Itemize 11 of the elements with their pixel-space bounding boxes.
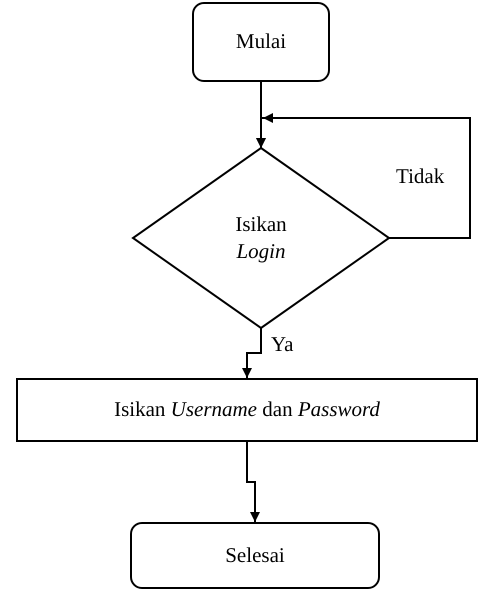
arrow — [256, 113, 471, 239]
arrow — [246, 442, 260, 522]
node-text: Selesai — [225, 542, 285, 569]
node-text: Mulai — [236, 28, 286, 56]
node-text: Isikan Login — [234, 210, 288, 265]
process-box — [16, 378, 478, 442]
terminator-box — [130, 522, 380, 589]
node-text: Isikan Username dan Password — [114, 396, 380, 424]
arrow — [242, 328, 262, 378]
terminator-box — [192, 2, 330, 82]
decision-diamond — [131, 146, 391, 330]
